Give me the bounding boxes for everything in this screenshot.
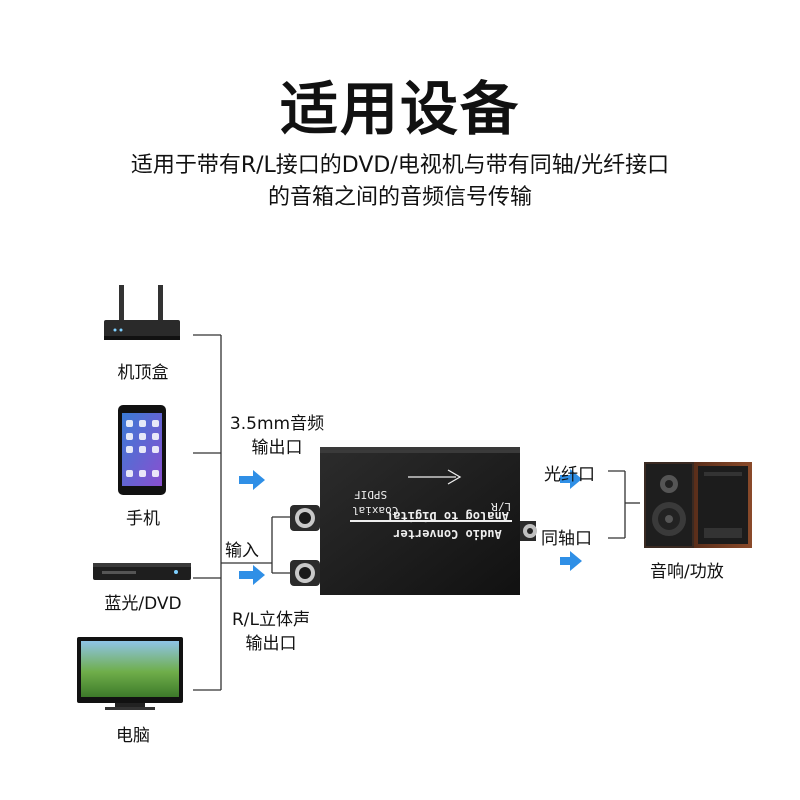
subtitle-line-1: 适用于带有R/L接口的DVD/电视机与带有同轴/光纤接口 xyxy=(130,153,670,178)
router-set-top-box-icon xyxy=(104,285,180,340)
signal-arrows xyxy=(239,469,582,585)
output-connector-lines xyxy=(608,470,640,539)
rl-output-note-line-1: R/L立体声 xyxy=(231,610,310,630)
rca-jack-top xyxy=(290,505,320,531)
arrow-in-top xyxy=(239,470,265,490)
device-name-line-1: Analog to Digital xyxy=(386,509,509,523)
speaker-label: 音响/功放 xyxy=(650,562,724,582)
subtitle-line-2: 的音箱之间的音频信号传输 xyxy=(267,185,532,210)
monitor-icon xyxy=(77,637,183,710)
coaxial-port xyxy=(520,521,537,541)
rl-output-note-line-2: 输出口 xyxy=(245,634,297,654)
arrow-out-bottom xyxy=(560,551,582,571)
rca-jack-bottom xyxy=(290,560,320,586)
page-title: 适用设备 xyxy=(279,75,520,143)
source-label-dvd: 蓝光/DVD xyxy=(104,594,182,614)
optical-port-label: 光纤口 xyxy=(544,465,595,485)
converter-device xyxy=(290,447,537,595)
device-name-print: Audio Converter Analog to Digital xyxy=(380,505,515,543)
speaker-icon xyxy=(644,462,752,548)
smartphone-icon xyxy=(118,405,166,495)
rl-output-note: R/L立体声 输出口 xyxy=(219,608,323,656)
arrow-out-top xyxy=(560,469,582,489)
coaxial-port-label: 同轴口 xyxy=(541,529,592,549)
device-print-spdif: SPDIF xyxy=(354,488,388,501)
jack-output-note-line-2: 输出口 xyxy=(251,438,303,458)
source-connector-lines xyxy=(193,334,290,691)
source-label-phone: 手机 xyxy=(126,509,160,529)
jack-output-note-line-1: 3.5mm音频 xyxy=(229,414,325,434)
jack-output-note: 3.5mm音频 输出口 xyxy=(221,412,333,460)
source-label-set-top-box: 机顶盒 xyxy=(117,363,169,383)
source-label-computer: 电脑 xyxy=(116,726,150,746)
subtitle: 适用于带有R/L接口的DVD/电视机与带有同轴/光纤接口 的音箱之间的音频信号传… xyxy=(0,150,800,214)
dvd-player-icon xyxy=(93,563,191,580)
input-label: 输入 xyxy=(225,541,259,561)
device-name-line-2: Audio Converter xyxy=(393,527,502,541)
arrow-in-bottom xyxy=(239,565,265,585)
